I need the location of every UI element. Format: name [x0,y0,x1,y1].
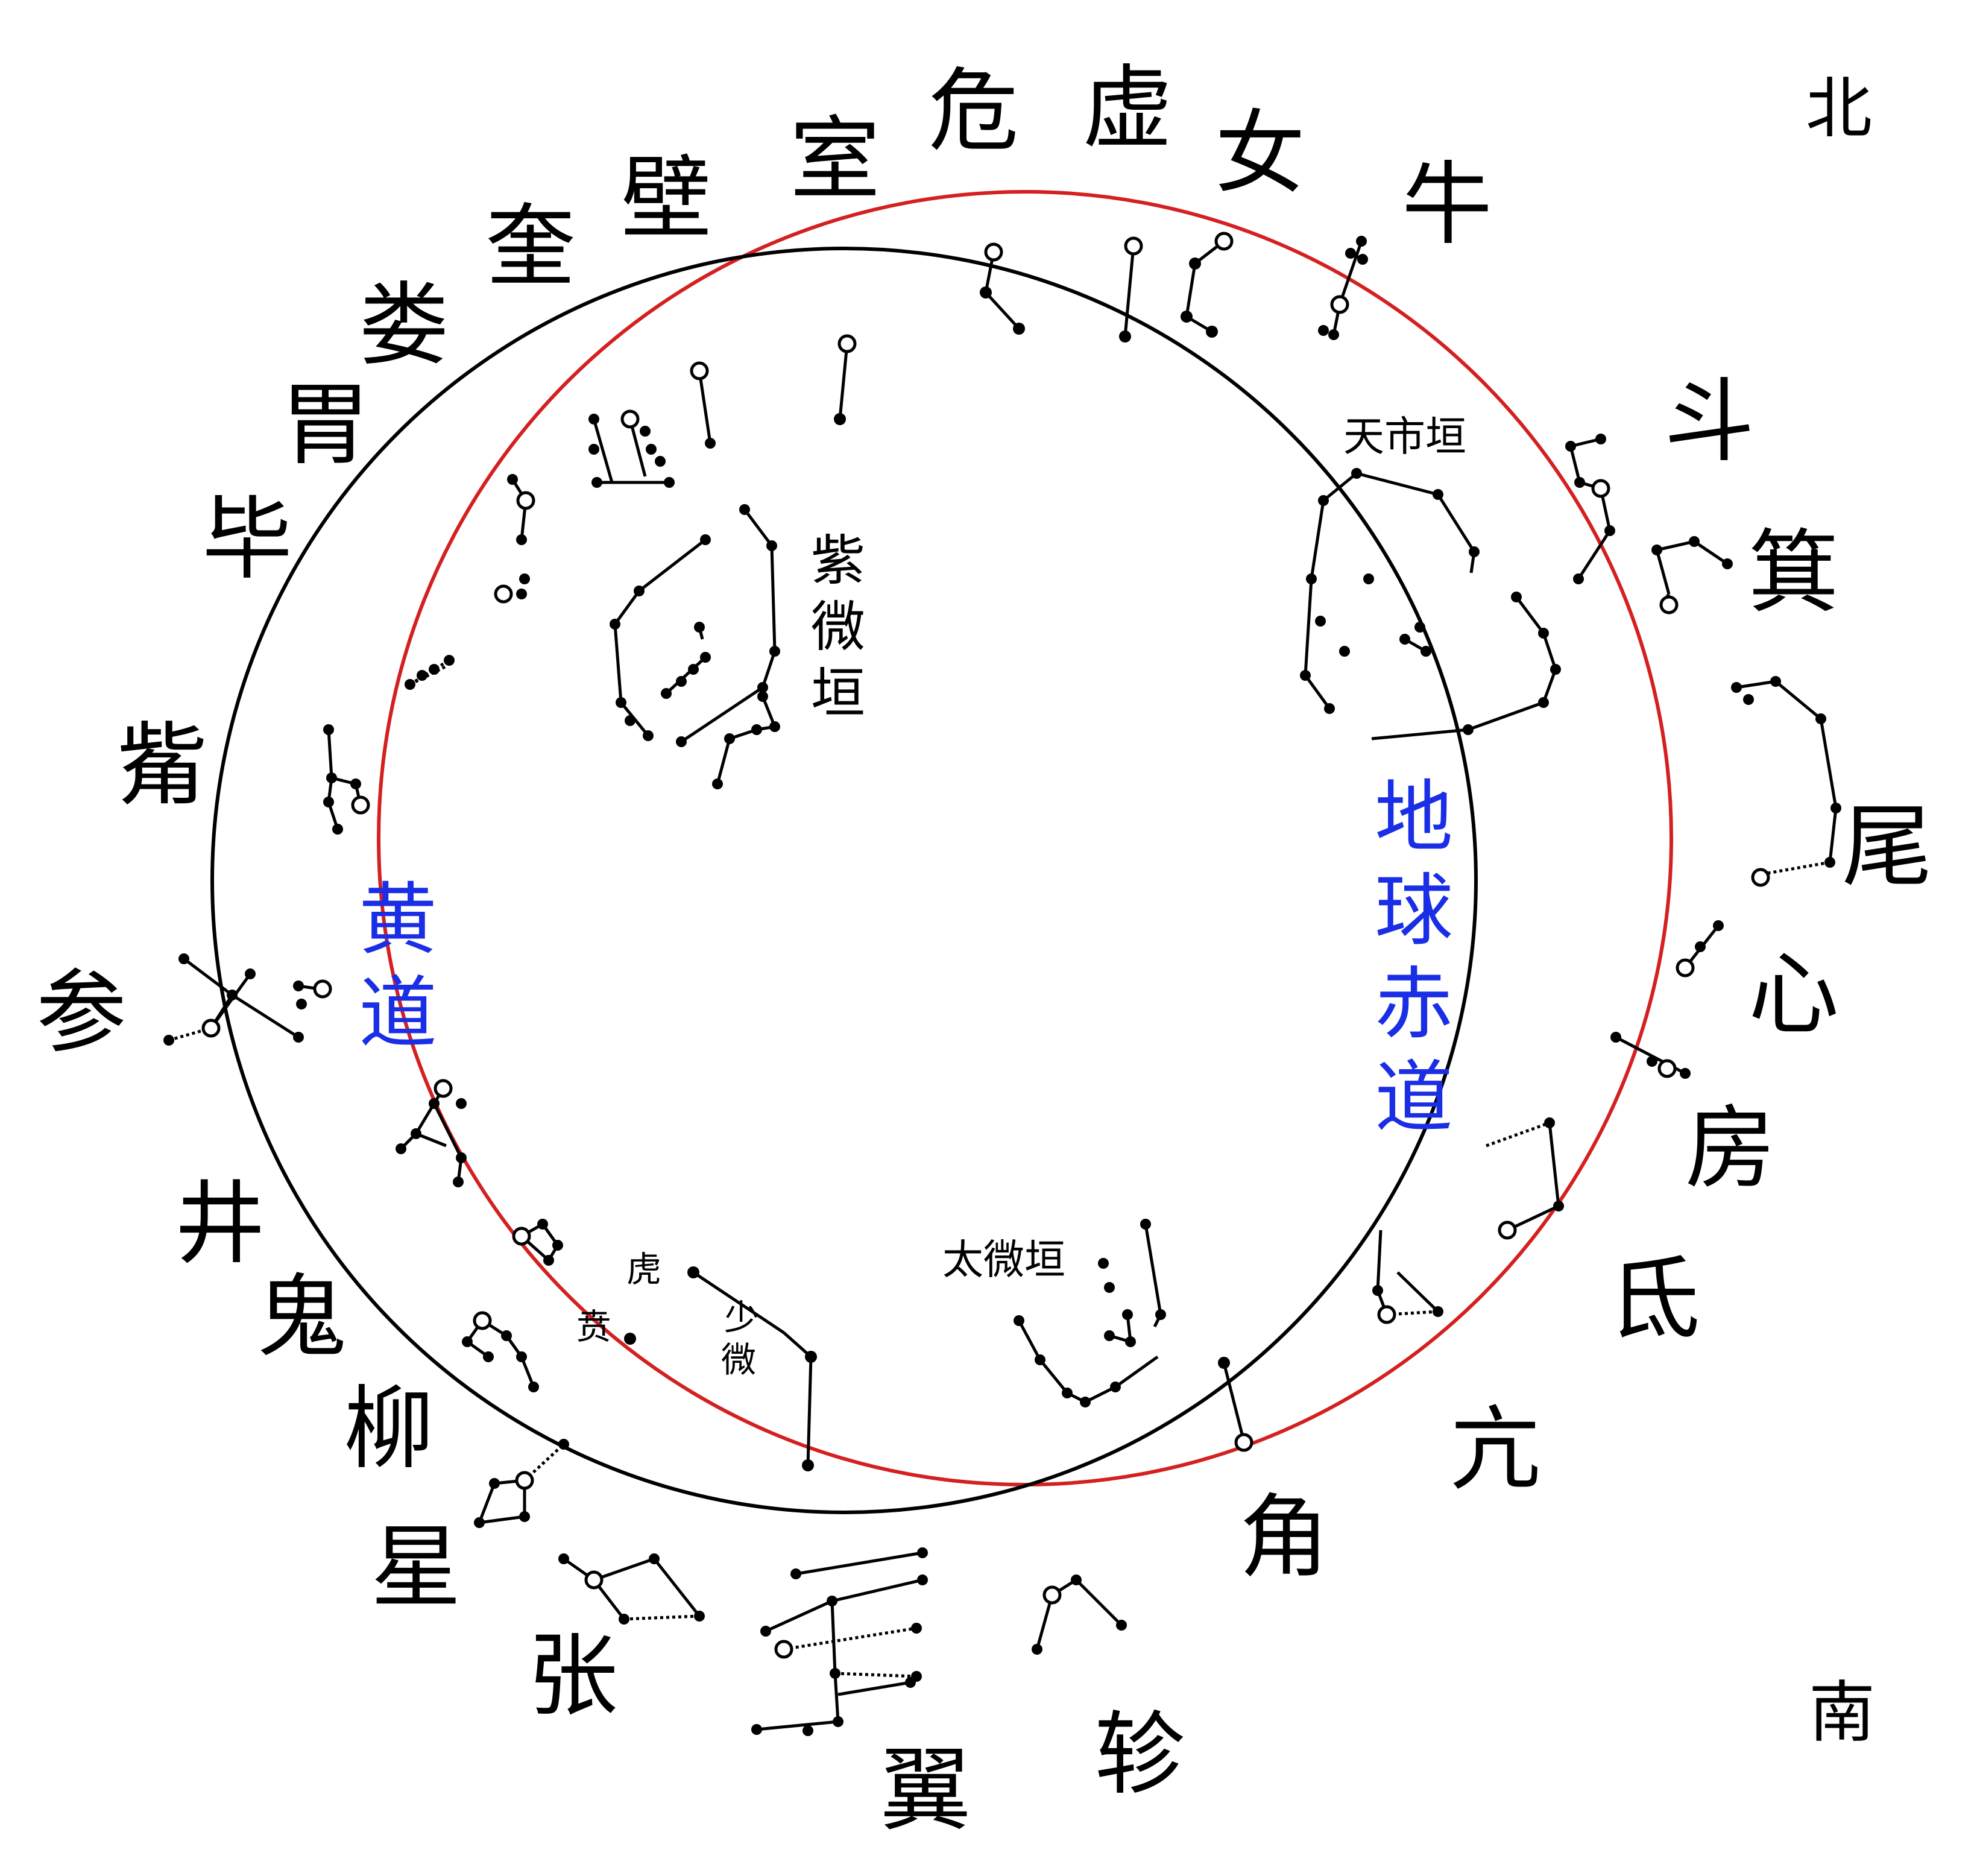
asterism-zi [293,979,332,1009]
mansion-fang: 房 [1685,1096,1776,1201]
asterism-lou [690,361,716,449]
asterism-mao [405,655,455,690]
asterism-xu [1119,236,1143,343]
asterism-jiao [1218,1357,1253,1452]
mansion-lou: 娄 [359,273,449,378]
ziwei-enclosure-label: 紫 微 垣 [811,529,865,725]
mansion-wei: 危 [929,59,1019,164]
label-wei-small: 微 [721,1339,756,1380]
mansion-bi-net: 毕 [202,487,292,592]
asterism-wei-tail [1731,676,1841,887]
ecliptic-circle [377,190,1673,1486]
mansion-zhang: 张 [528,1624,618,1729]
mansion-wei-stomach: 胃 [280,373,371,478]
asterism-shaowei [624,1266,817,1471]
svg-text:垣: 垣 [811,662,865,725]
asterism-zhang [558,1553,705,1625]
asterism-bi-wall [834,334,857,425]
asterism-nv [1181,232,1234,338]
svg-text:道: 道 [359,967,437,1059]
asterism-taiwei [1014,1219,1166,1407]
mansion-kui: 奎 [485,195,576,300]
asterism-dou [1565,434,1615,584]
svg-text:黄: 黄 [359,874,437,965]
mansion-liu: 柳 [344,1377,434,1482]
ecliptic-label: 黄 道 [359,874,437,1059]
asterism-fang [1610,1032,1691,1079]
svg-text:球: 球 [1375,865,1453,956]
asterism-kui [588,409,675,488]
mansion-zi: 觜 [118,713,208,818]
asterism-jing [396,1079,467,1187]
asterism-bi-net [323,724,370,835]
mansion-gui: 鬼 [256,1265,347,1370]
mansion-jiao: 角 [1239,1485,1329,1590]
svg-text:微: 微 [811,596,865,659]
mansion-ji: 箕 [1748,520,1839,625]
asterism-gui [512,1219,563,1266]
asterism-zhen [1032,1574,1127,1655]
mansion-jing: 井 [175,1172,265,1277]
asterism-ji [1651,536,1733,614]
mansion-di: 氐 [1610,1247,1700,1352]
asterism-tianshi [1300,468,1561,741]
asterism-xing [474,1439,569,1528]
mansion-shen: 参 [36,961,127,1066]
asterism-ziwei [610,504,780,789]
asterism-wei-stomach [494,474,535,604]
direction-north: 北 [1806,70,1872,147]
asterism-yi [751,1547,928,1736]
mansion-kang: 亢 [1450,1398,1540,1503]
mansion-yi: 翼 [880,1739,971,1843]
direction-south: 南 [1809,1674,1875,1751]
mansion-xin: 心 [1748,943,1839,1047]
label-ben: 贲 [576,1306,611,1347]
svg-text:紫: 紫 [811,529,865,593]
mansion-zhen: 轸 [1094,1702,1185,1807]
mansion-shi: 室 [790,107,880,212]
mansion-xing: 星 [371,1515,461,1620]
asterism-niu [1318,236,1368,340]
svg-text:道: 道 [1375,1052,1453,1143]
tianshi-enclosure-label: 天市垣 [1343,414,1466,461]
asterism-wei [980,242,1025,335]
mansion-wei-tail: 尾 [1842,795,1932,900]
label-hu: 虎 [626,1249,661,1290]
taiwei-enclosure-label: 太微垣 [942,1237,1065,1284]
asterism-xin [1676,920,1724,977]
asterism-liu [462,1311,539,1392]
svg-text:赤: 赤 [1375,958,1453,1050]
mansion-nv: 女 [1215,101,1305,206]
svg-text:地: 地 [1375,771,1453,863]
asterism-shen [163,953,304,1046]
mansion-xu: 虚 [1082,56,1173,161]
equator-label: 地 球 赤 道 [1375,771,1453,1143]
asterism-kang [1372,1230,1443,1324]
asterism-di [1486,1117,1564,1240]
mansion-dou: 斗 [1664,370,1755,475]
mansion-bi-wall: 壁 [621,147,711,251]
asterisms [163,232,1841,1736]
mansion-labels: 危 虚 女 牛 斗 箕 尾 心 房 氐 亢 角 轸 翼 张 星 柳 鬼 井 参 … [36,56,1932,1843]
equator-circle [210,247,1478,1514]
mansion-niu: 牛 [1402,153,1492,257]
